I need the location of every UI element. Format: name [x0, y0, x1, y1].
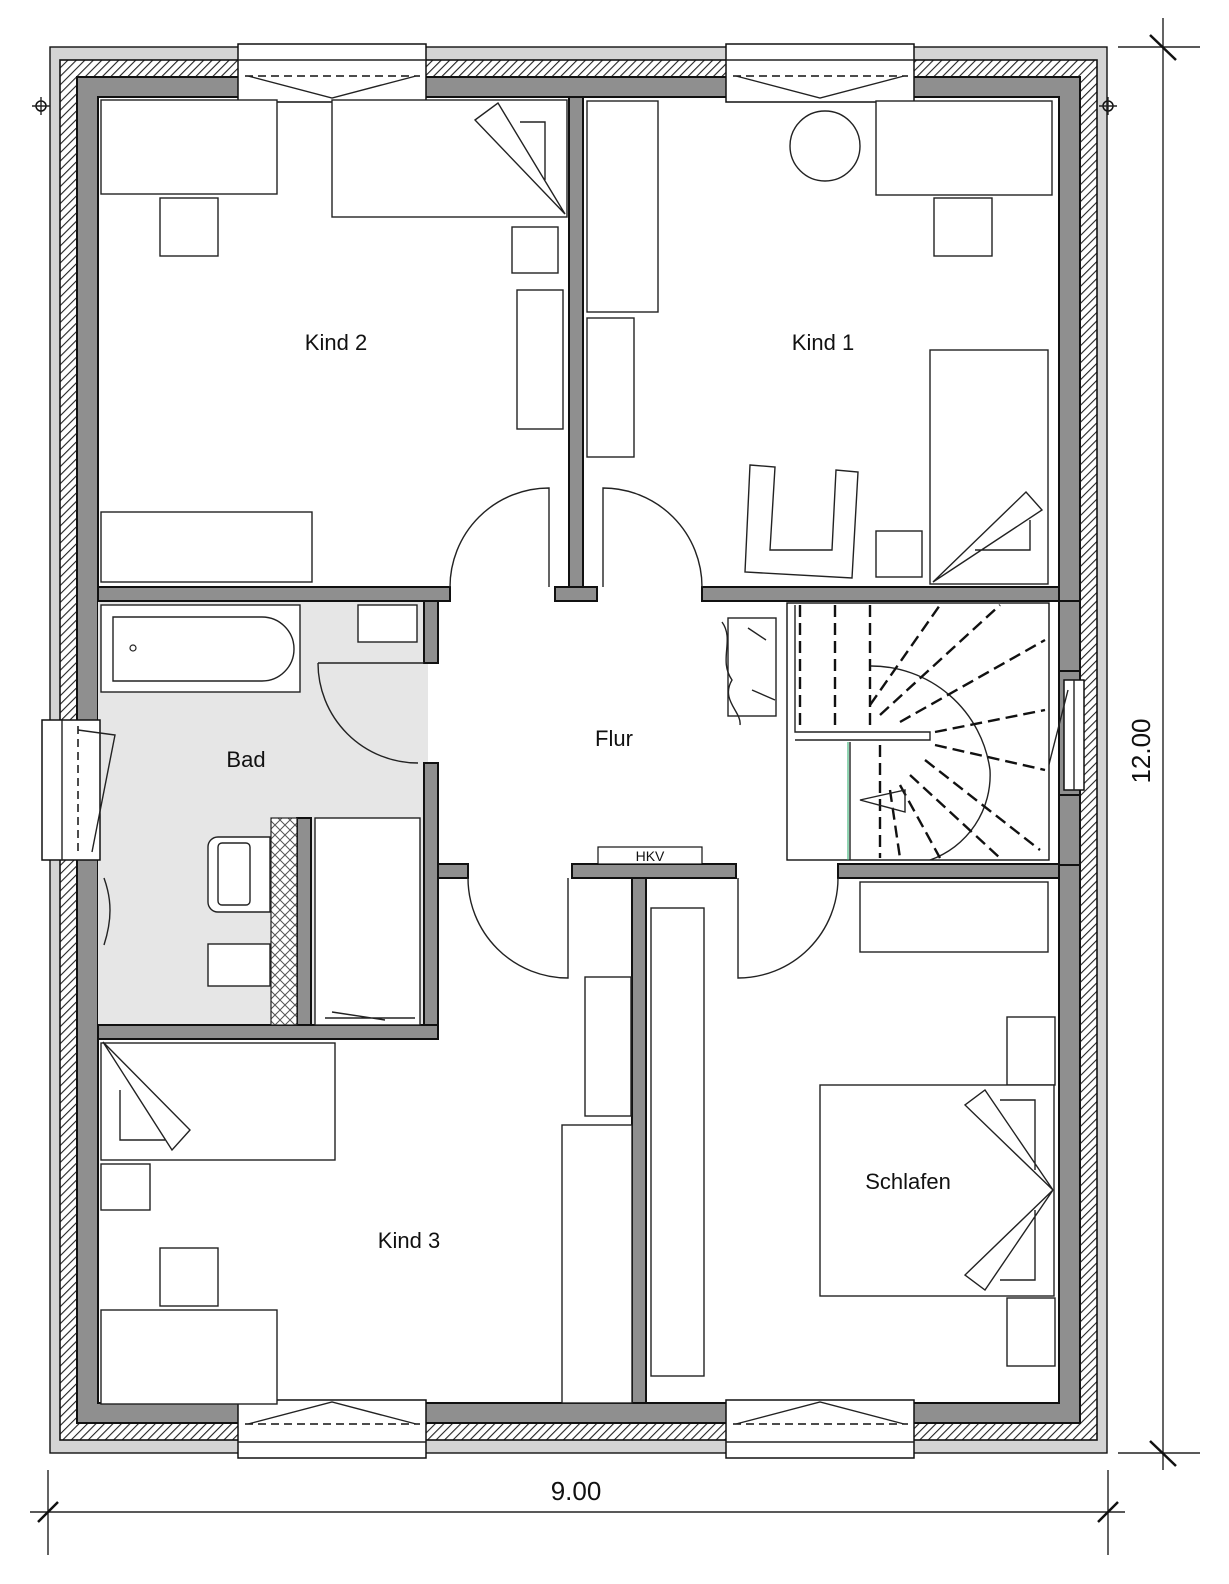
room-label-kind2: Kind 2	[305, 330, 367, 355]
heating-label: HKV	[636, 848, 665, 864]
dimension-height: 12.00	[1118, 18, 1200, 1470]
window-bottom-right	[725, 1399, 915, 1459]
room-label-flur: Flur	[595, 726, 633, 751]
window-top-right	[725, 43, 915, 103]
kind3-furniture	[100, 976, 633, 1405]
bath-furniture	[100, 604, 421, 1026]
radiator	[597, 846, 703, 865]
width-dimension-label: 9.00	[551, 1476, 602, 1506]
window-top-left	[237, 43, 427, 103]
corner-marks	[32, 97, 1117, 115]
kind1-furniture	[586, 100, 1053, 585]
room-label-schlafen: Schlafen	[865, 1169, 951, 1194]
kind2-furniture	[100, 99, 568, 583]
room-label-bad: Bad	[226, 747, 265, 772]
height-dimension-label: 12.00	[1126, 718, 1156, 783]
window-bottom-left	[237, 1399, 427, 1459]
room-label-kind1: Kind 1	[792, 330, 854, 355]
dimension-width: 9.00	[30, 1470, 1125, 1555]
interior-walls	[97, 96, 1081, 1404]
schlafen-furniture	[650, 881, 1056, 1377]
doors	[103, 487, 839, 979]
window-bath	[41, 719, 116, 861]
flur-items: HKV	[597, 617, 777, 865]
room-label-kind3: Kind 3	[378, 1228, 440, 1253]
staircase	[786, 602, 1050, 861]
room-labels: Kind 2 Kind 1 Bad Flur Kind 3 Schlafen	[226, 330, 950, 1253]
window-stairs	[1044, 679, 1085, 791]
